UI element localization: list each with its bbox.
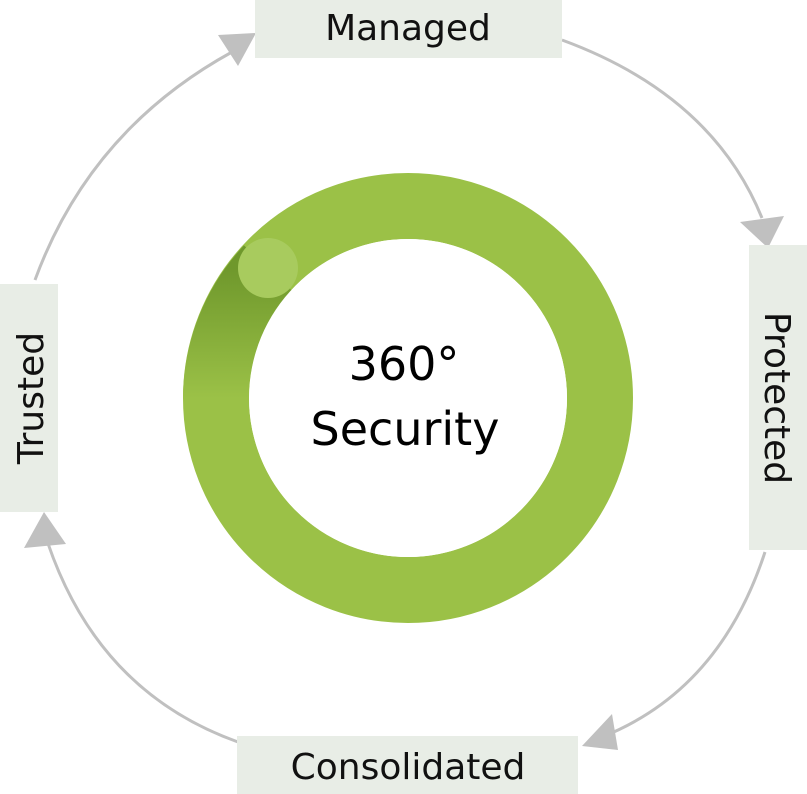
center-title-line2: Security [311, 402, 500, 456]
arrow-managed-to-protected [561, 38, 764, 219]
stage-consolidated: Consolidated [237, 736, 578, 794]
arrowhead-top-icon [218, 33, 256, 66]
arrow-protected-to-consolidated [601, 551, 767, 739]
arrowhead-bottom-icon [582, 714, 618, 750]
stage-managed: Managed [255, 0, 562, 58]
stage-protected: Protected [749, 245, 807, 550]
stage-label-managed: Managed [325, 8, 491, 49]
label-box-protected [749, 245, 807, 550]
security-ring [183, 173, 633, 623]
cycle-arrows [33, 38, 767, 744]
ring-start-cap [238, 238, 298, 298]
stage-trusted: Trusted [0, 284, 58, 512]
arrow-consolidated-to-trusted [41, 527, 239, 744]
ring-inner-face [249, 239, 567, 557]
arrowhead-left-icon [24, 512, 66, 548]
label-box-managed [255, 0, 562, 58]
stage-label-trusted: Trusted [11, 332, 52, 465]
stage-label-protected: Protected [756, 312, 797, 484]
center-title-line1: 360° [349, 337, 460, 391]
label-box-consolidated [237, 736, 578, 794]
arrow-heads [24, 33, 784, 750]
arrow-trusted-to-managed [33, 50, 233, 281]
label-box-trusted [0, 284, 58, 512]
arrowhead-right-icon [740, 216, 784, 248]
stage-label-consolidated: Consolidated [291, 747, 526, 788]
